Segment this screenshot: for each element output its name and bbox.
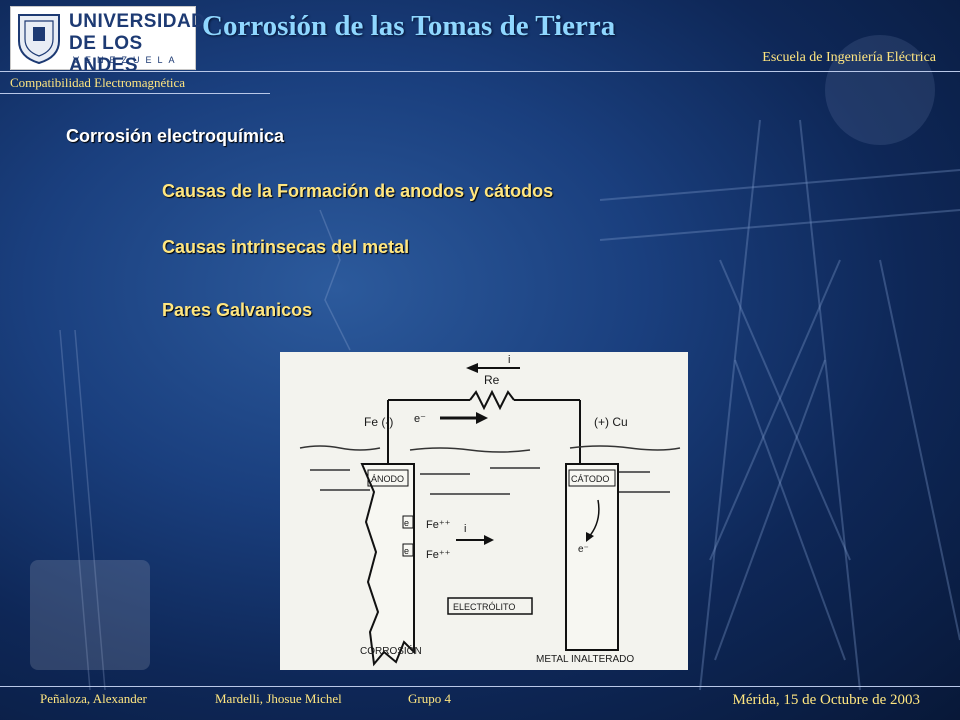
school-name: Escuela de Ingeniería Eléctrica [762,50,936,65]
ion-label-1: Fe⁺⁺ [426,519,451,531]
resistor-symbol [469,389,515,411]
footer-date: Mérida, 15 de Octubre de 2003 [732,692,920,708]
corrosion-label: CORROSIÓN [360,644,422,657]
bullet-anodes-cathodes: Causas de la Formación de anodos y cátod… [162,181,554,201]
electron-arrow-head [476,412,488,424]
cathode-electrode [565,463,619,651]
electron-box-2 [402,543,414,557]
current-label: i [508,354,510,366]
electron-box-1 [402,515,414,529]
section-heading: Corrosión electroquímica [66,126,285,146]
cathode-label: CÁTODO [571,474,609,484]
bullet-intrinsic-causes: Causas intrinsecas del metal [162,237,410,257]
galvanic-cell-diagram: i Re Fe (-) e⁻ (+) Cu ÁNODO CÁTODO e⁻ e … [280,352,688,670]
footer-author-2: Mardelli, Jhosue Michel [215,691,342,706]
shield-icon [18,14,60,65]
ion-arrow-head [484,535,494,545]
electrolyte-label: ELECTRÓLITO [453,602,515,612]
footer-group: Grupo 4 [408,691,451,706]
unaltered-metal-label: METAL INALTERADO [536,654,634,665]
bullet-galvanic-pairs: Pares Galvanicos [162,300,313,320]
resistor-label: Re [484,373,500,387]
logo-line-2: DE LOS ANDES [69,33,143,76]
current-arrow-head [466,363,478,373]
ion-label-2: Fe⁺⁺ [426,549,451,561]
subject-divider [0,93,270,94]
footer-author-1: Peñaloza, Alexander [40,691,147,706]
cathode-label-box [568,469,616,487]
electron-small-2: e [404,546,409,556]
electron-small-1: e [404,518,409,528]
right-terminal-label: (+) Cu [594,415,628,429]
header-divider [0,71,960,72]
cathode-electron-arrow-head [586,532,594,542]
electron-label: e⁻ [414,413,426,425]
slide-title: Corrosión de las Tomas de Tierra [202,10,616,42]
logo-line-3: VENEZUELA [73,55,181,65]
cathode-electron-label: e⁻ [578,544,589,555]
electrolyte-label-box [447,597,533,615]
left-terminal-label: Fe (-) [364,415,393,429]
subject-name: Compatibilidad Electromagnética [10,75,186,90]
footer-divider [0,686,960,687]
anode-label-box [367,469,409,487]
anode-label: ÁNODO [371,474,404,484]
logo-line-1: UNIVERSIDAD [69,11,206,32]
electrolyte-surface [299,445,681,495]
ion-current-label: i [464,523,466,535]
anode-electrode [360,463,415,667]
university-logo: UNIVERSIDAD DE LOS ANDES VENEZUELA [10,6,205,76]
